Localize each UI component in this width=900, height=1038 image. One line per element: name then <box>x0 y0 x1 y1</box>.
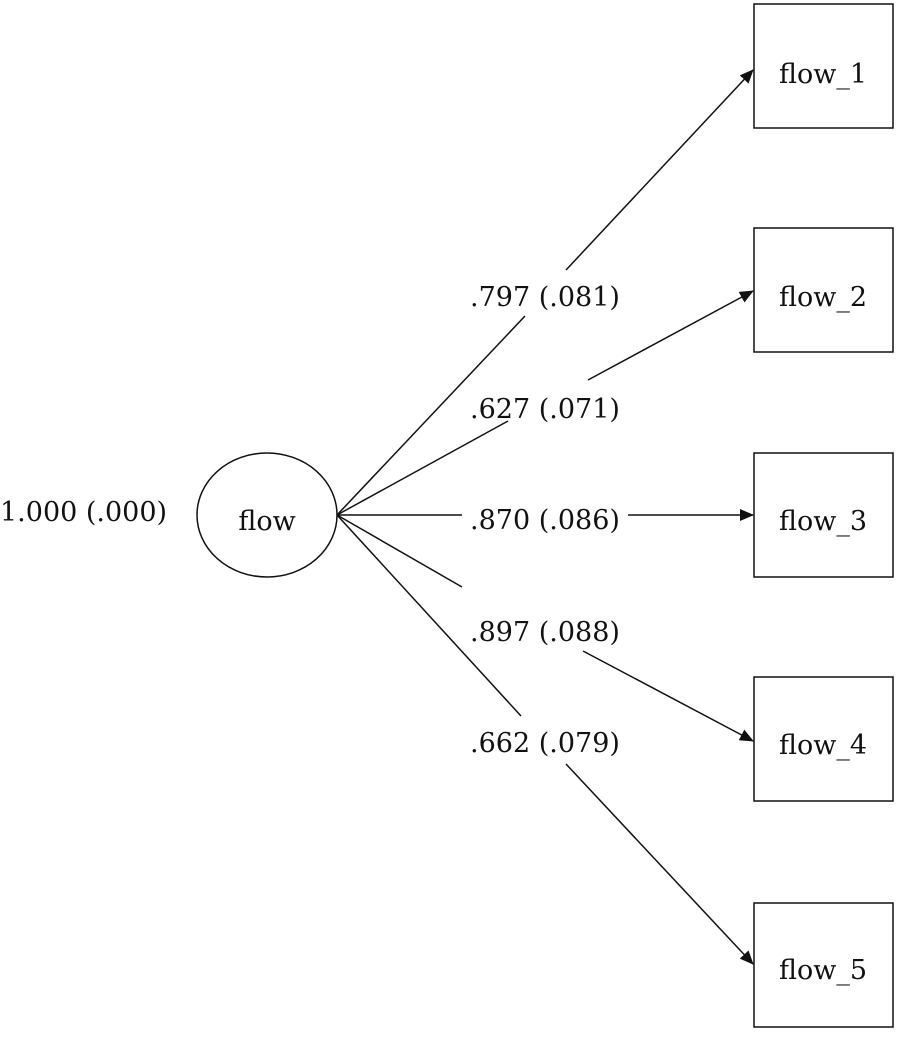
path-flow-5: .662 (.079) <box>336 514 754 965</box>
path-arrow-1 <box>565 69 754 271</box>
path-arrow-4 <box>582 650 754 742</box>
path-arrow-5 <box>565 763 754 965</box>
loading-label-1: .797 (.081) <box>470 282 620 313</box>
indicator-label-4: flow_4 <box>779 730 867 761</box>
indicator-flow-2: flow_2 <box>753 227 894 353</box>
loading-label-2: .627 (.071) <box>470 394 620 425</box>
latent-label: flow <box>238 506 295 537</box>
indicator-label-5: flow_5 <box>779 955 867 986</box>
indicator-box-1 <box>753 3 894 129</box>
loading-label-5: .662 (.079) <box>470 728 620 759</box>
indicator-box-3 <box>753 452 894 578</box>
path-line-5a <box>336 514 522 717</box>
path-flow-1: .797 (.081) <box>336 69 754 516</box>
indicator-flow-5: flow_5 <box>753 902 894 1028</box>
indicator-box-4 <box>753 676 894 802</box>
indicator-label-3: flow_3 <box>779 506 867 537</box>
path-flow-3: .870 (.086) <box>337 505 754 536</box>
indicator-label-2: flow_2 <box>779 282 867 313</box>
indicator-flow-1: flow_1 <box>753 3 894 129</box>
indicator-label-1: flow_1 <box>779 59 867 90</box>
path-line-2a <box>336 420 509 516</box>
path-arrow-2 <box>587 290 754 381</box>
path-line-4a <box>336 514 463 588</box>
loading-label-3: .870 (.086) <box>470 505 620 536</box>
indicator-box-2 <box>753 227 894 353</box>
indicator-box-5 <box>753 902 894 1028</box>
loading-label-4: .897 (.088) <box>470 617 620 648</box>
latent-variance-label: 1.000 (.000) <box>0 497 167 528</box>
path-line-1a <box>336 315 526 516</box>
path-flow-4: .897 (.088) <box>336 514 754 742</box>
path-flow-2: .627 (.071) <box>336 290 754 516</box>
indicator-flow-4: flow_4 <box>753 676 894 802</box>
latent-factor: flow <box>196 452 338 578</box>
indicator-flow-3: flow_3 <box>753 452 894 578</box>
